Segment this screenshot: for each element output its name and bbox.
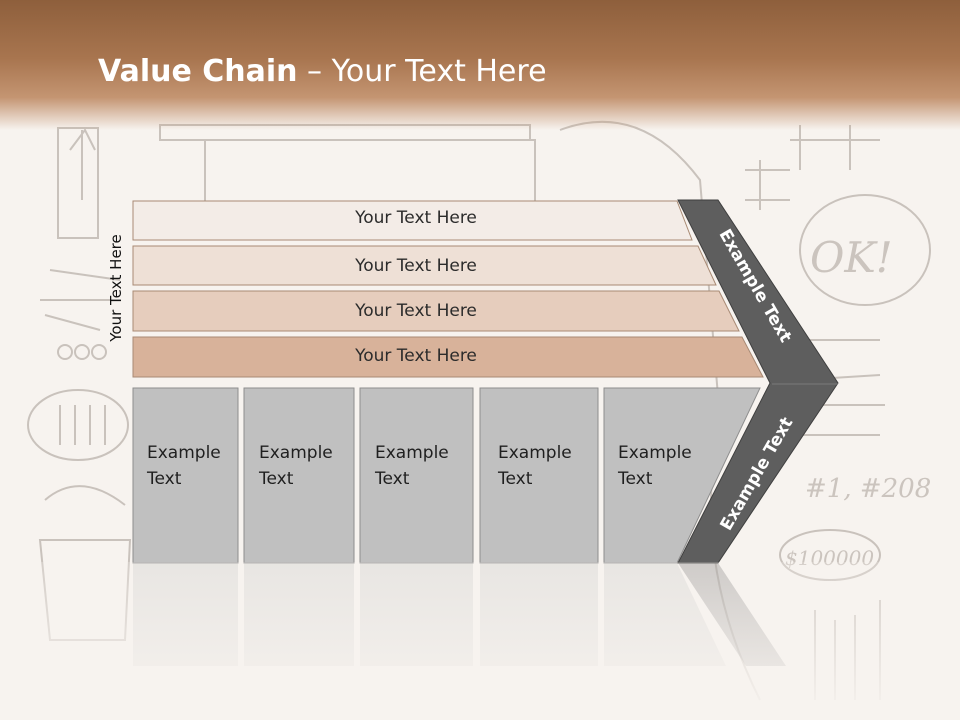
sketch-text-ok: OK!	[810, 233, 893, 282]
box-label-4: Example Text	[498, 440, 572, 492]
row-label-4: Your Text Here	[355, 346, 477, 366]
reflection-fade	[0, 562, 960, 720]
side-label: Your Text Here	[107, 234, 125, 342]
activity-box-2[interactable]	[243, 387, 355, 564]
slide-title: Value Chain – Your Text Here	[98, 54, 547, 89]
title-bar	[0, 0, 960, 130]
sketch-text-number: #1, #208	[805, 474, 931, 504]
box-label-4-line1: Example	[498, 443, 572, 463]
box-label-5-line2: Text	[618, 469, 653, 489]
row-label-1: Your Text Here	[355, 208, 477, 228]
row-label-2: Your Text Here	[355, 256, 477, 276]
row-bar-1[interactable]	[132, 200, 693, 241]
box-label-2-line2: Text	[259, 469, 294, 489]
box-label-1-line1: Example	[147, 443, 221, 463]
box-label-1-line2: Text	[147, 469, 182, 489]
row-bar-3[interactable]	[132, 290, 740, 332]
box-label-2-line1: Example	[259, 443, 333, 463]
box-label-1: Example Text	[147, 440, 221, 492]
activity-box-4[interactable]	[479, 387, 599, 564]
box-label-5: Example Text	[618, 440, 692, 492]
box-label-5-line1: Example	[618, 443, 692, 463]
activity-box-3[interactable]	[359, 387, 474, 564]
box-label-2: Example Text	[259, 440, 333, 492]
box-label-3: Example Text	[375, 440, 449, 492]
row-bar-2[interactable]	[132, 245, 717, 286]
box-label-3-line2: Text	[375, 469, 410, 489]
row-label-3: Your Text Here	[355, 301, 477, 321]
box-label-4-line2: Text	[498, 469, 533, 489]
row-bar-4[interactable]	[132, 336, 764, 378]
box-label-3-line1: Example	[375, 443, 449, 463]
activity-box-1[interactable]	[132, 387, 239, 564]
title-rest: – Your Text Here	[297, 54, 547, 89]
title-bold: Value Chain	[98, 54, 298, 89]
